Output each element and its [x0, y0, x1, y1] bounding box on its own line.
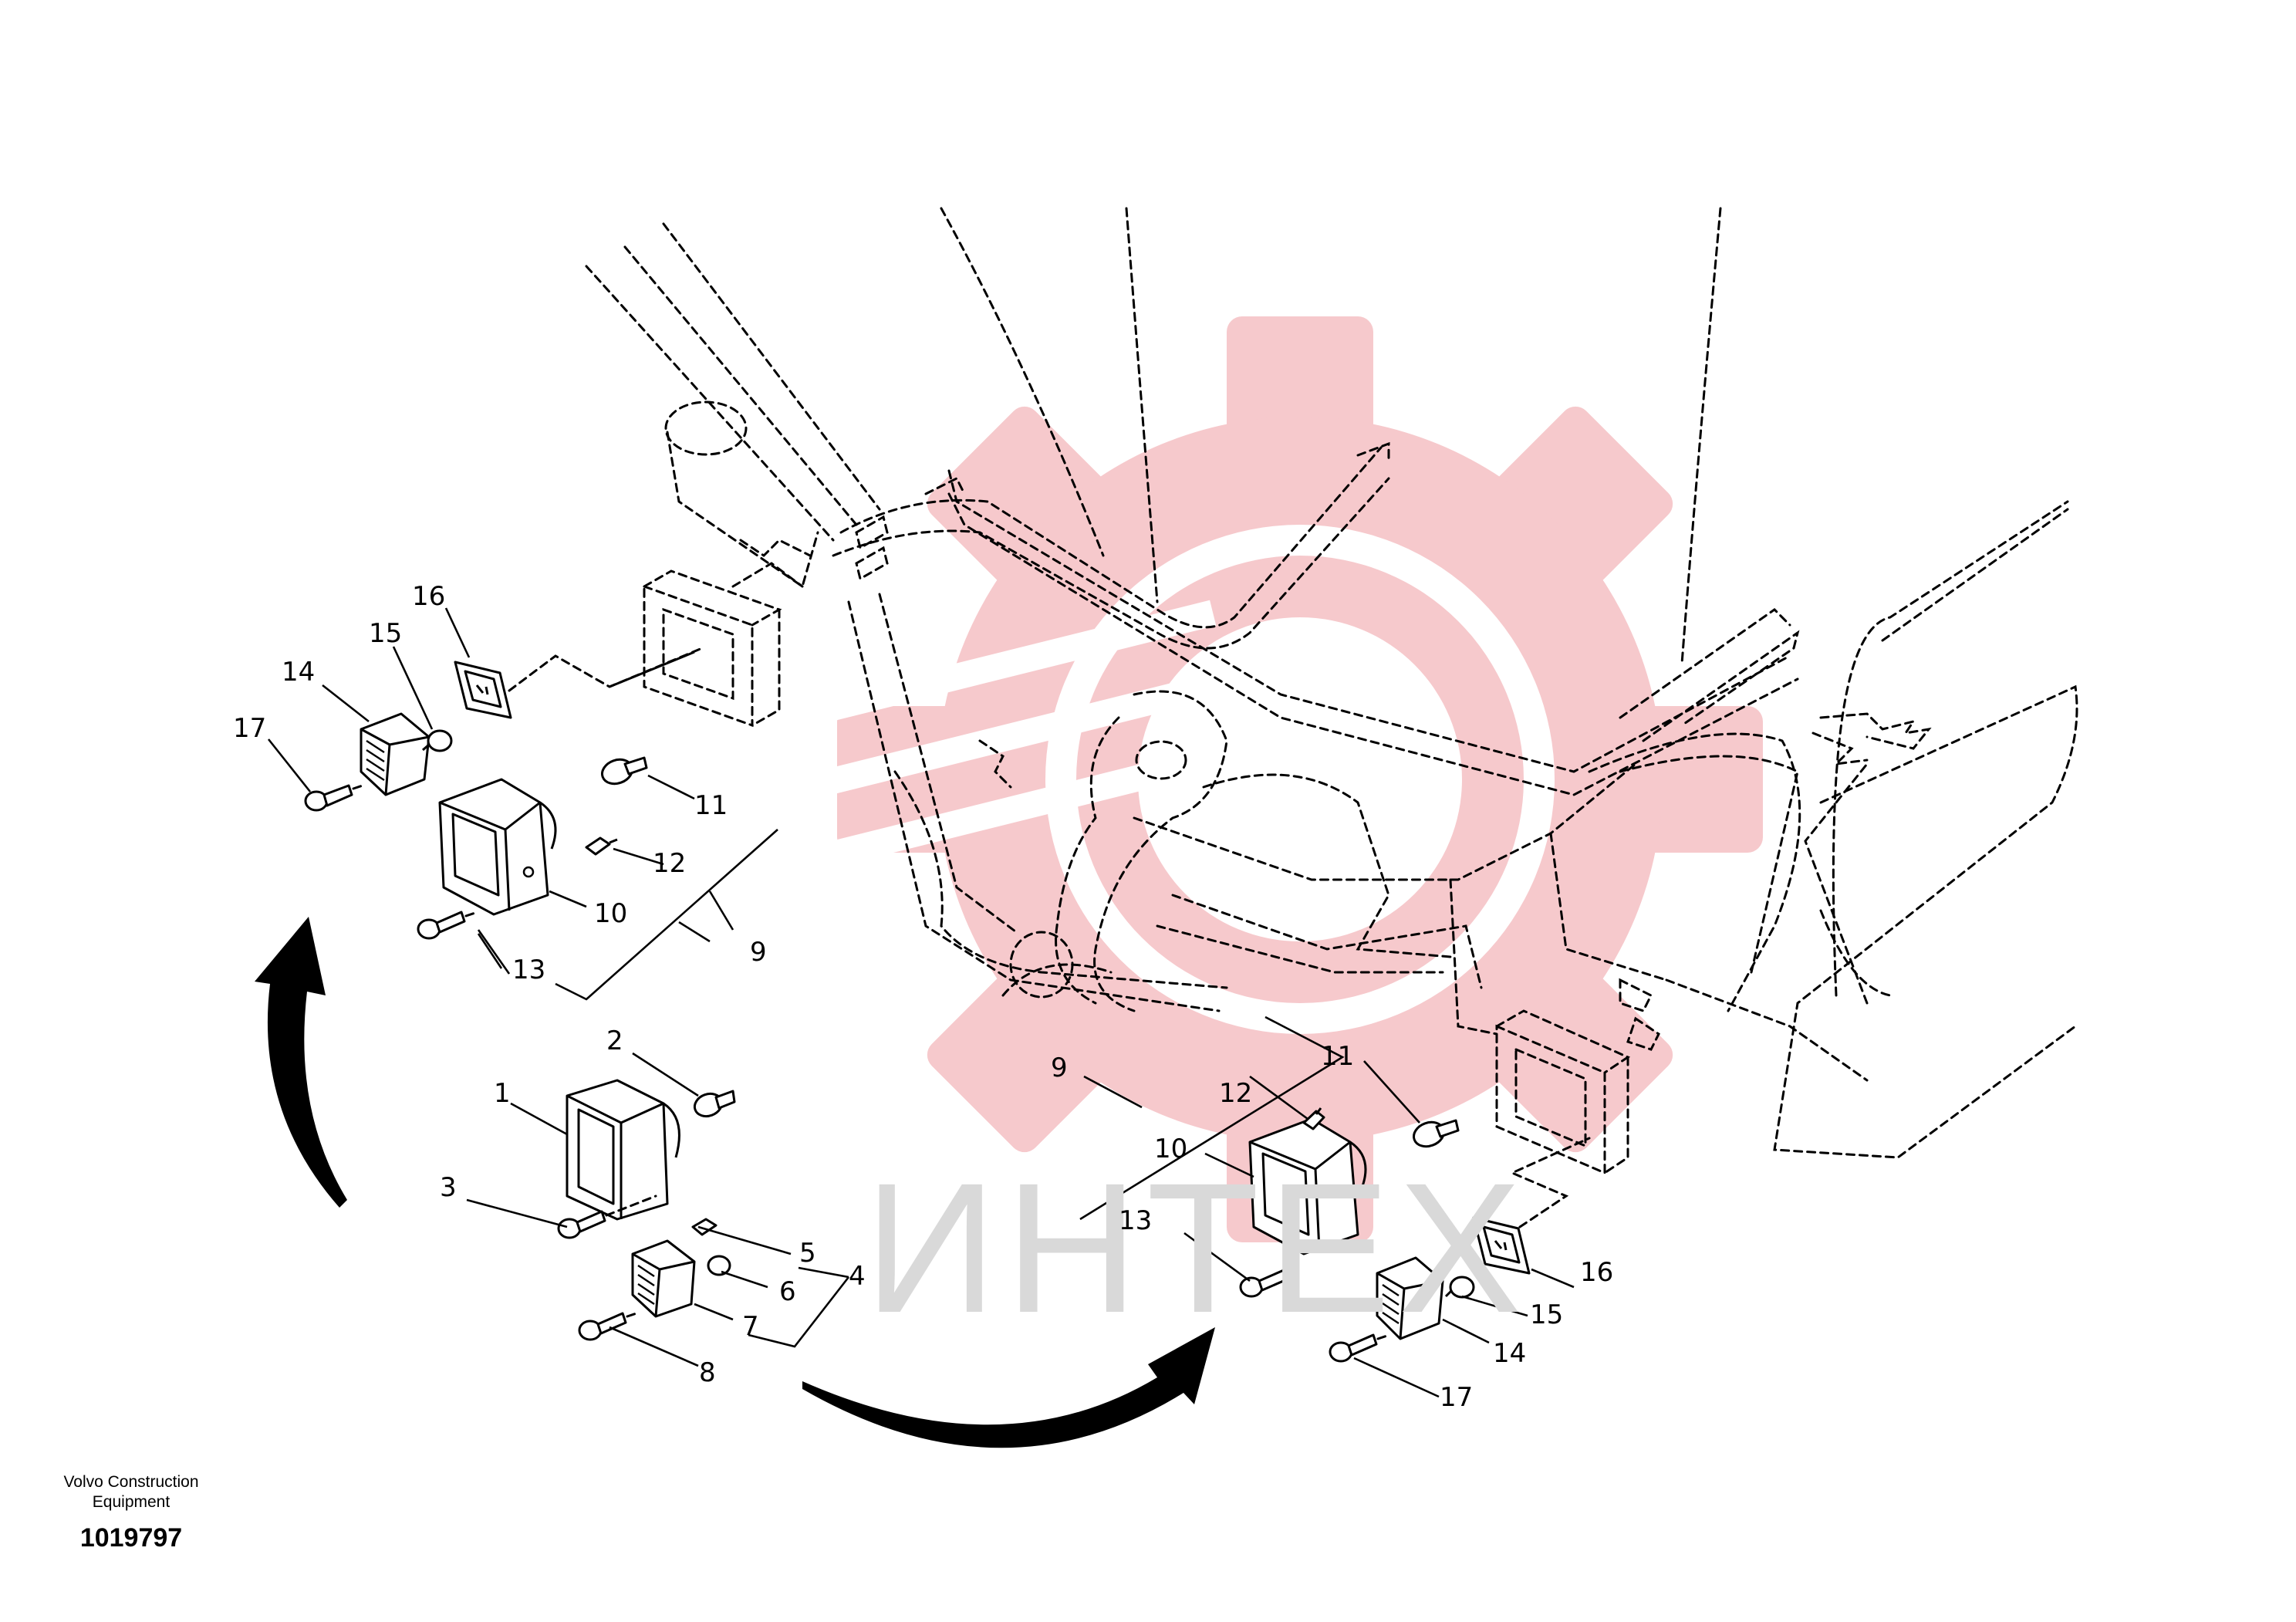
- left-callout-11: 11: [694, 790, 728, 821]
- right-callout-9: 9: [1051, 1053, 1068, 1083]
- callout-1: 1: [494, 1078, 511, 1109]
- original-lamp-assembly: [557, 1079, 736, 1341]
- callout-numbers: 1 2 3 4 5 6 7 8 9 10 11 12 13 14 15 16 1…: [233, 581, 1613, 1413]
- right-callout-10: 10: [1154, 1134, 1187, 1164]
- right-callout-11: 11: [1321, 1041, 1354, 1072]
- left-callout-12: 12: [653, 848, 686, 879]
- footer: Volvo Construction Equipment 1019797: [46, 1472, 216, 1553]
- right-callout-12: 12: [1219, 1078, 1252, 1109]
- left-callout-17: 17: [233, 713, 266, 744]
- right-callout-13: 13: [1119, 1205, 1152, 1236]
- machine-outline: [585, 207, 2078, 1159]
- right-callout-15: 15: [1530, 1299, 1563, 1330]
- watermark-text: ИНТЕХ: [864, 1144, 1530, 1351]
- left-callout-10: 10: [594, 898, 627, 929]
- right-lamp-bracket: [1495, 1009, 1631, 1175]
- document-number: 1019797: [79, 1523, 183, 1553]
- manufacturer-line-2: Equipment: [92, 1493, 171, 1511]
- callout-5: 5: [799, 1238, 816, 1269]
- callout-4: 4: [849, 1261, 866, 1292]
- relocation-arrow-up: [255, 917, 347, 1208]
- relocation-arrow-right: [802, 1327, 1215, 1448]
- leader-lines: [267, 607, 1575, 1398]
- left-callout-14: 14: [282, 657, 315, 688]
- right-lamp-assembly: [1239, 1107, 1591, 1363]
- callout-3: 3: [440, 1172, 457, 1203]
- manufacturer-line-1: Volvo Construction: [63, 1473, 199, 1491]
- right-callout-16: 16: [1580, 1257, 1613, 1288]
- left-callout-13: 13: [512, 955, 545, 985]
- callout-7: 7: [742, 1311, 759, 1342]
- right-callout-17: 17: [1440, 1382, 1473, 1413]
- callout-6: 6: [779, 1276, 796, 1307]
- callout-2: 2: [606, 1026, 623, 1056]
- left-lamp-bracket: [643, 539, 812, 728]
- right-callout-14: 14: [1493, 1338, 1526, 1369]
- callout-8: 8: [699, 1357, 716, 1388]
- left-callout-15: 15: [369, 618, 402, 649]
- left-callout-9: 9: [750, 937, 767, 968]
- left-callout-16: 16: [412, 581, 445, 612]
- left-lamp-assembly: [304, 647, 704, 940]
